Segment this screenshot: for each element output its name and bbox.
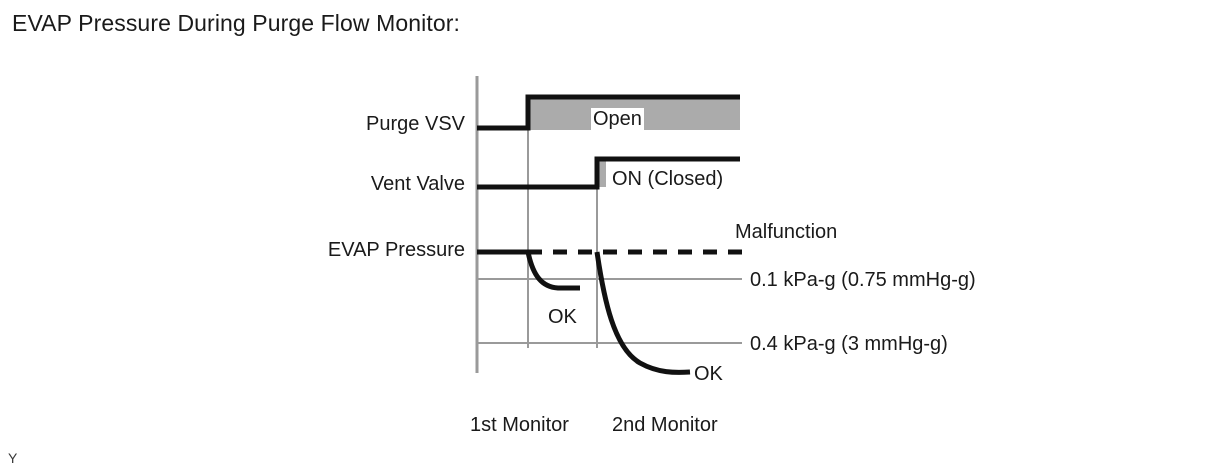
purge-vsv-waveform <box>477 94 740 131</box>
row-label-vent-valve: Vent Valve <box>370 173 465 195</box>
vent-valve-waveform <box>477 156 740 190</box>
ok-label-2nd-monitor: OK <box>694 363 723 385</box>
row-label-evap-pressure: EVAP Pressure <box>327 239 465 261</box>
vent-valve-state-label: ON (Closed) <box>612 168 724 190</box>
purge-vsv-state-label: Open <box>591 108 644 131</box>
threshold-label-0-1-kpa: 0.1 kPa-g (0.75 mmHg-g) <box>750 269 976 291</box>
ok-label-1st-monitor: OK <box>548 306 577 328</box>
x-label-1st-monitor: 1st Monitor <box>470 414 569 436</box>
vent-valve-edge-shade <box>597 159 606 187</box>
page-title: EVAP Pressure During Purge Flow Monitor: <box>12 10 460 36</box>
corner-mark: Y <box>8 450 18 466</box>
evap-pressure-curve-1st-monitor <box>525 251 580 291</box>
threshold-label-0-4-kpa: 0.4 kPa-g (3 mmHg-g) <box>750 333 948 355</box>
malfunction-label: Malfunction <box>735 221 838 243</box>
row-label-purge-vsv: Purge VSV <box>366 113 465 135</box>
evap-pressure-curve-2nd-monitor <box>594 251 691 375</box>
x-label-2nd-monitor: 2nd Monitor <box>612 414 718 436</box>
